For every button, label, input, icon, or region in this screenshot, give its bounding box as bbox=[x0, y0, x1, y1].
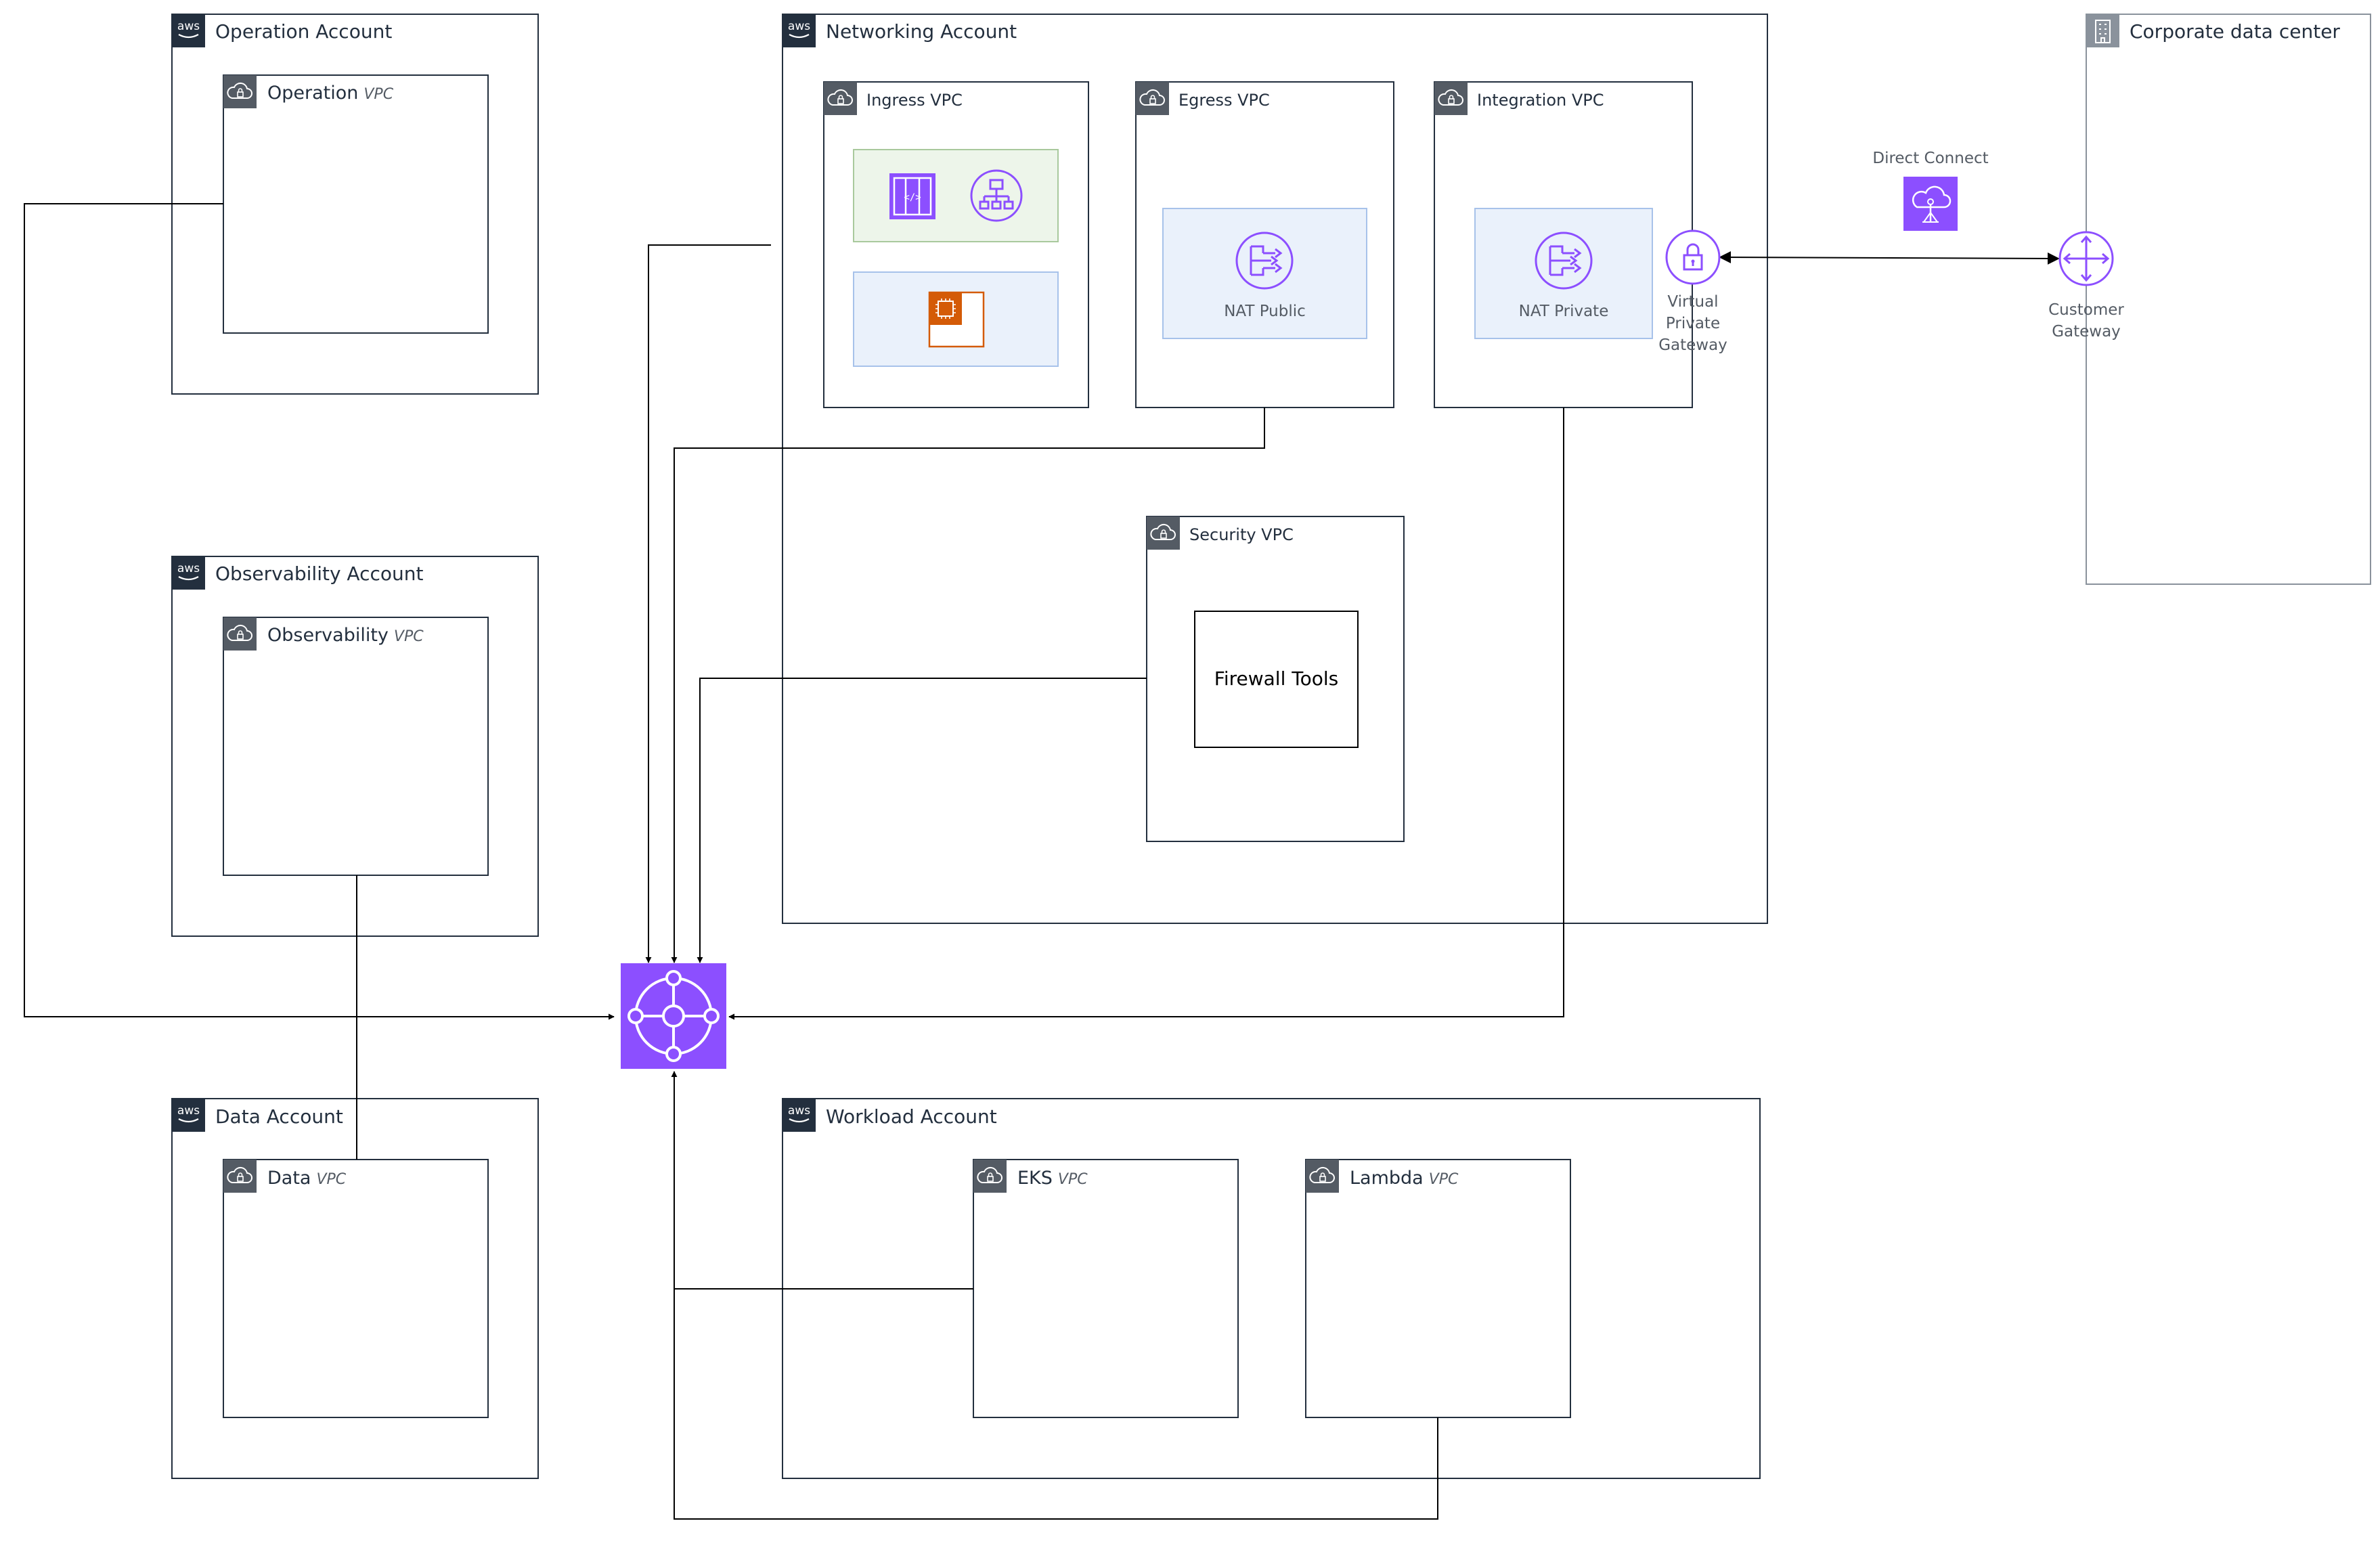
security-to-tgw-line bbox=[697, 678, 1147, 963]
virtual-private-gateway-label: Virtual Private Gateway bbox=[1658, 293, 1727, 355]
egress-to-tgw-line bbox=[671, 407, 1265, 963]
lambda-to-tgw-line bbox=[674, 1289, 1438, 1520]
lambda-vpc bbox=[1305, 1159, 1571, 1418]
operation-account-title: Operation Account bbox=[215, 20, 393, 43]
workload-account-title: Workload Account bbox=[826, 1105, 997, 1128]
corporate-building-icon bbox=[2086, 14, 2119, 47]
direct-connect-icon bbox=[1903, 177, 1958, 231]
networking-account bbox=[781, 13, 1768, 924]
integration-vpc-title: Integration VPC bbox=[1477, 91, 1604, 110]
aws-logo-icon bbox=[171, 1097, 206, 1133]
aws-logo-icon bbox=[171, 13, 206, 49]
public-subnet bbox=[853, 149, 1059, 242]
eks-to-tgw-line bbox=[671, 1071, 973, 1290]
aws-logo-icon bbox=[781, 1097, 817, 1133]
load-balancer-icon bbox=[970, 169, 1023, 222]
vpc-suffix: VPC bbox=[316, 1171, 347, 1188]
eks-vpc bbox=[973, 1159, 1239, 1418]
observability-vpc bbox=[223, 617, 489, 876]
vpc-cloud-lock-icon bbox=[1135, 81, 1170, 116]
operation-vpc bbox=[223, 74, 489, 334]
vpc-cloud-lock-icon bbox=[1146, 516, 1181, 550]
nat-public-subnet bbox=[1162, 208, 1367, 339]
vpc-name: EKS bbox=[1017, 1168, 1053, 1189]
transit-gateway-icon bbox=[621, 963, 726, 1069]
svg-text:</>: </> bbox=[904, 192, 921, 203]
data-vpc-label: Data VPC bbox=[267, 1169, 346, 1187]
networking-to-tgw-line bbox=[645, 244, 771, 963]
vpc-name: Operation bbox=[267, 83, 359, 104]
vpg-to-customer-gateway-line bbox=[1719, 251, 2060, 265]
data-vpc bbox=[223, 1159, 489, 1418]
firewall-tools-label: Firewall Tools bbox=[1214, 667, 1339, 690]
data-account bbox=[171, 1097, 539, 1479]
api-gateway-icon: </> bbox=[889, 173, 935, 219]
nat-public-label: NAT Public bbox=[1224, 303, 1306, 320]
nat-private-label: NAT Private bbox=[1518, 303, 1609, 320]
observability-account bbox=[171, 555, 539, 937]
corporate-data-center bbox=[2086, 14, 2371, 585]
data-account-title: Data Account bbox=[215, 1105, 343, 1128]
customer-gateway-label: Customer Gateway bbox=[2048, 301, 2124, 341]
vpc-name: Observability bbox=[267, 625, 389, 646]
vpc-cloud-lock-icon bbox=[1305, 1159, 1340, 1193]
observability-account-title: Observability Account bbox=[215, 563, 424, 585]
integration-to-tgw-line bbox=[728, 407, 1564, 1020]
vpc-cloud-lock-icon bbox=[223, 617, 257, 651]
ec2-instance-icon bbox=[928, 291, 985, 348]
vpc-name: Lambda bbox=[1350, 1168, 1424, 1189]
vpc-cloud-lock-icon bbox=[223, 1159, 257, 1193]
vpc-name: Data bbox=[267, 1168, 311, 1189]
vpn-gateway-lock-icon bbox=[1665, 229, 1721, 285]
nat-private-subnet bbox=[1474, 208, 1653, 339]
vpc-cloud-lock-icon bbox=[973, 1159, 1007, 1193]
connectors bbox=[24, 203, 2060, 1520]
vpc-cloud-lock-icon bbox=[823, 81, 858, 116]
operation-account bbox=[171, 13, 539, 395]
vpc-suffix: VPC bbox=[363, 86, 394, 103]
ingress-vpc bbox=[823, 81, 1089, 408]
ingress-vpc-title: Ingress VPC bbox=[866, 91, 963, 110]
vpc-suffix: VPC bbox=[1428, 1171, 1459, 1188]
aws-logo-icon bbox=[781, 13, 817, 49]
security-vpc-title: Security VPC bbox=[1189, 525, 1294, 544]
nat-gateway-icon bbox=[1535, 232, 1593, 290]
networking-account-title: Networking Account bbox=[826, 20, 1017, 43]
vpc-suffix: VPC bbox=[1057, 1171, 1088, 1188]
vpc-cloud-lock-icon bbox=[223, 74, 257, 109]
vpc-cloud-lock-icon bbox=[1434, 81, 1468, 116]
corporate-data-center-title: Corporate data center bbox=[2130, 20, 2340, 43]
firewall-tools-box bbox=[1194, 611, 1359, 748]
egress-vpc-title: Egress VPC bbox=[1178, 91, 1270, 110]
vpc-suffix: VPC bbox=[393, 628, 424, 645]
customer-gateway-icon bbox=[2058, 231, 2114, 286]
operation-to-tgw-line bbox=[24, 203, 615, 1020]
aws-logo-icon bbox=[171, 555, 206, 591]
direct-connect-label: Direct Connect bbox=[1872, 150, 1989, 167]
nat-gateway-icon bbox=[1235, 232, 1294, 290]
